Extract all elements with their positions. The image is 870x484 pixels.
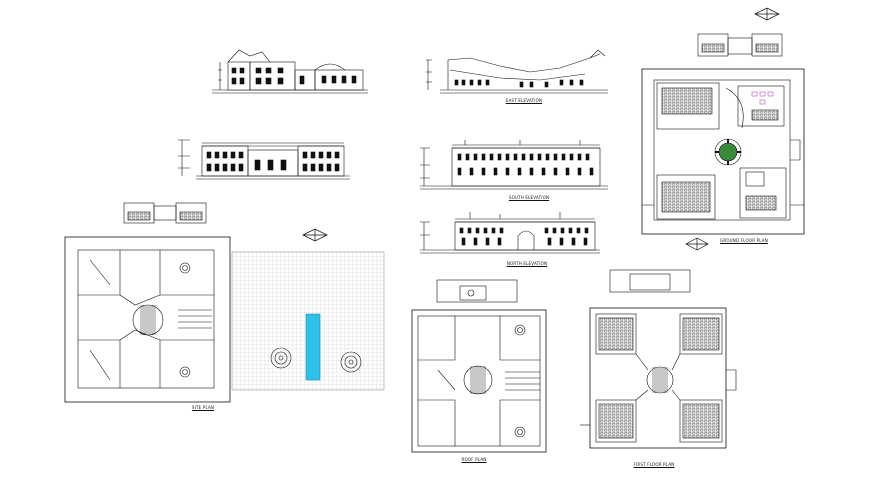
ground-floor-plan-drawing (641, 68, 805, 235)
key-plan-ground (697, 33, 783, 57)
site-plan-title: SITE PLAN (191, 405, 215, 410)
key-plan-first (123, 202, 207, 224)
south-elevation-title: SOUTH ELEVATION (508, 195, 550, 200)
north-elevation-drawing (420, 212, 600, 254)
roof-plan-drawing (411, 309, 547, 453)
landscape-plan-drawing (231, 251, 385, 391)
site-plan-drawing (64, 236, 231, 403)
west-elevation-drawing (212, 49, 368, 94)
key-plan-top (609, 269, 691, 293)
north-elevation-title: NORTH ELEVATION (506, 261, 548, 266)
north-arrow-icon (302, 228, 328, 242)
north-arrow-icon (754, 7, 780, 21)
first-floor-plan-drawing (580, 307, 737, 449)
east-elevation-title: EAST ELEVATION (505, 98, 543, 103)
first-floor-plan-title: FIRST FLOOR PLAN (633, 462, 675, 467)
key-plan-roof (436, 279, 518, 303)
roof-plan-title: ROOF PLAN (461, 457, 487, 462)
side-elevation-drawing (178, 139, 350, 180)
east-elevation-drawing (426, 49, 608, 94)
north-arrow-icon (685, 237, 709, 251)
south-elevation-drawing (420, 140, 608, 190)
ground-floor-plan-title: GROUND FLOOR PLAN (720, 238, 768, 243)
